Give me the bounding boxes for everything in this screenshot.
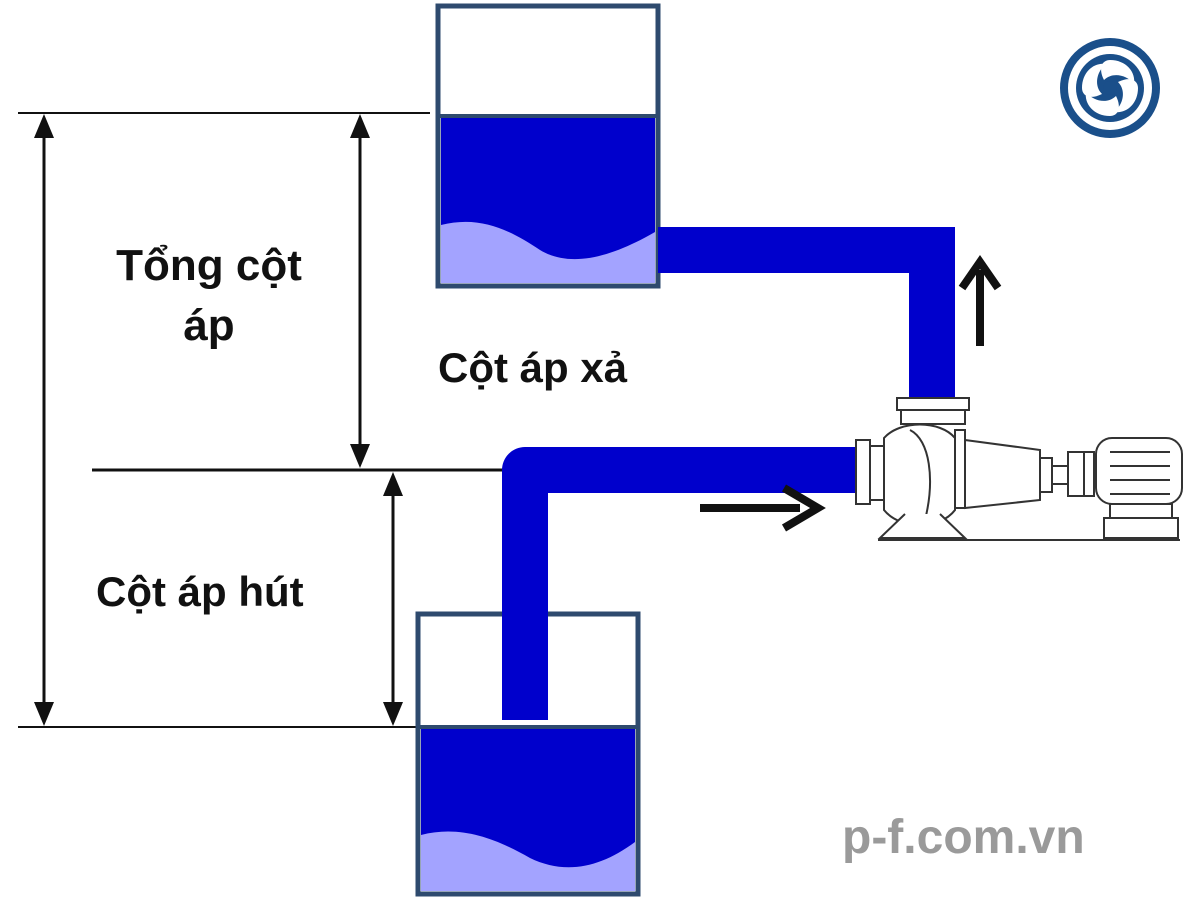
arrow-right-icon bbox=[700, 484, 826, 532]
centrifugal-pump bbox=[855, 397, 1095, 539]
total-head-dimension-arrow bbox=[34, 114, 54, 726]
upper-tank-wave bbox=[441, 221, 655, 283]
lower-tank-wave bbox=[421, 831, 635, 891]
swirl-logo-icon bbox=[1060, 38, 1160, 138]
discharge-pipe bbox=[658, 227, 955, 398]
total-head-label-line1: Tổng cột bbox=[116, 241, 302, 290]
total-head-label: Tổng cột áp bbox=[104, 236, 314, 356]
suction-head-dimension-arrow bbox=[383, 472, 403, 726]
discharge-head-dimension-arrow bbox=[350, 114, 370, 468]
upper-tank bbox=[435, 3, 661, 289]
discharge-head-label: Cột áp xả bbox=[438, 344, 628, 391]
suction-pipe bbox=[502, 447, 866, 720]
suction-head-label: Cột áp hút bbox=[96, 568, 304, 615]
total-head-label-line2: áp bbox=[183, 301, 235, 350]
arrow-up-icon bbox=[958, 254, 1002, 346]
website-watermark: p-f.com.vn bbox=[842, 811, 1085, 864]
electric-motor bbox=[878, 437, 1183, 541]
